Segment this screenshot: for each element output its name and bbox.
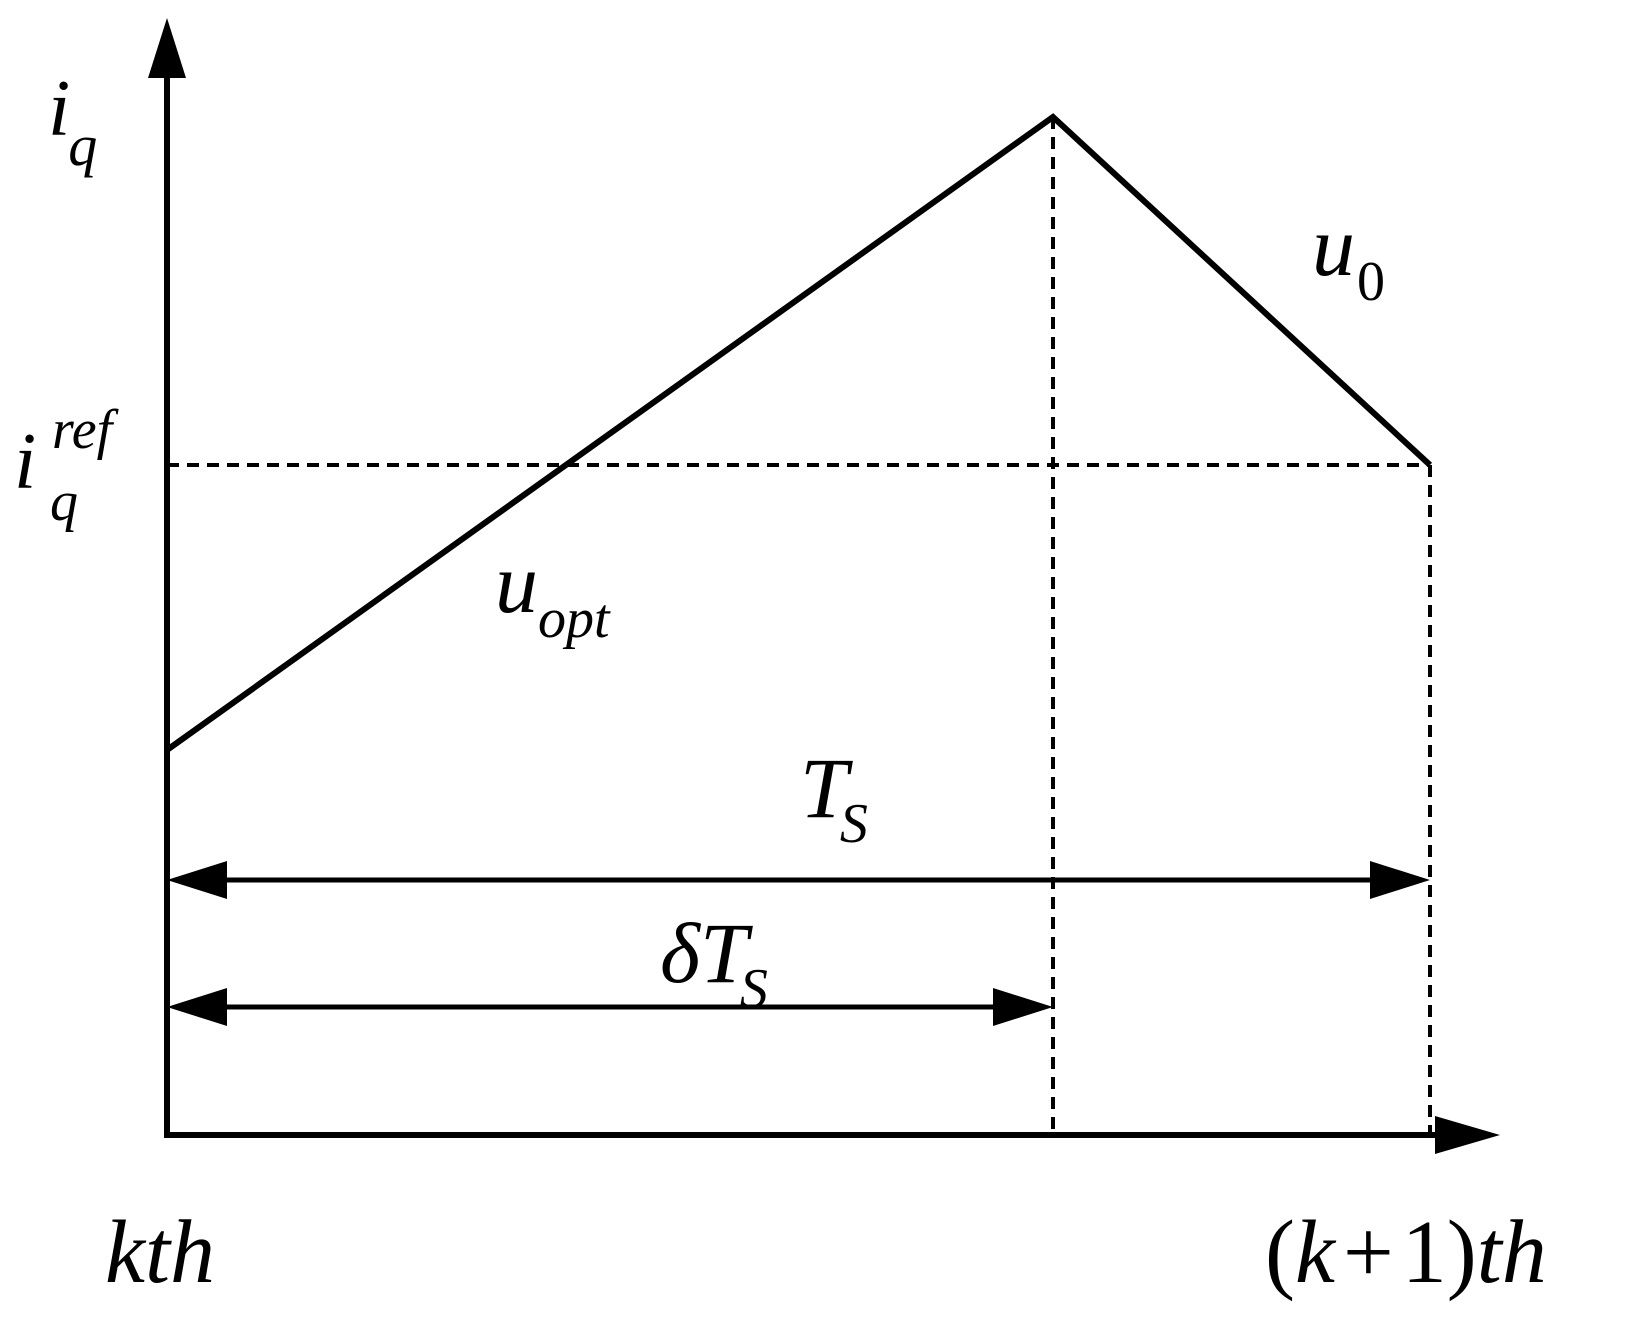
rising-segment-label: uopt <box>495 535 611 650</box>
current-waveform <box>165 113 1433 753</box>
svg-text:q: q <box>50 471 78 533</box>
y-axis-label: iq <box>48 65 97 178</box>
partial-period-label: δTS <box>660 905 768 1020</box>
start-time-label: kth <box>105 1203 215 1302</box>
period-dimension-arrow <box>167 861 1430 899</box>
reference-current-label: i ref q <box>14 399 120 533</box>
period-label: TS <box>800 740 868 855</box>
x-axis-arrowhead <box>1435 1116 1500 1154</box>
end-time-label: (k+1)th <box>1265 1203 1547 1302</box>
svg-text:i: i <box>14 418 36 506</box>
y-axis-arrowhead <box>148 18 186 78</box>
svg-text:ref: ref <box>52 399 120 461</box>
falling-segment-label: u0 <box>1312 198 1385 313</box>
partial-period-dimension-arrow <box>167 988 1053 1026</box>
